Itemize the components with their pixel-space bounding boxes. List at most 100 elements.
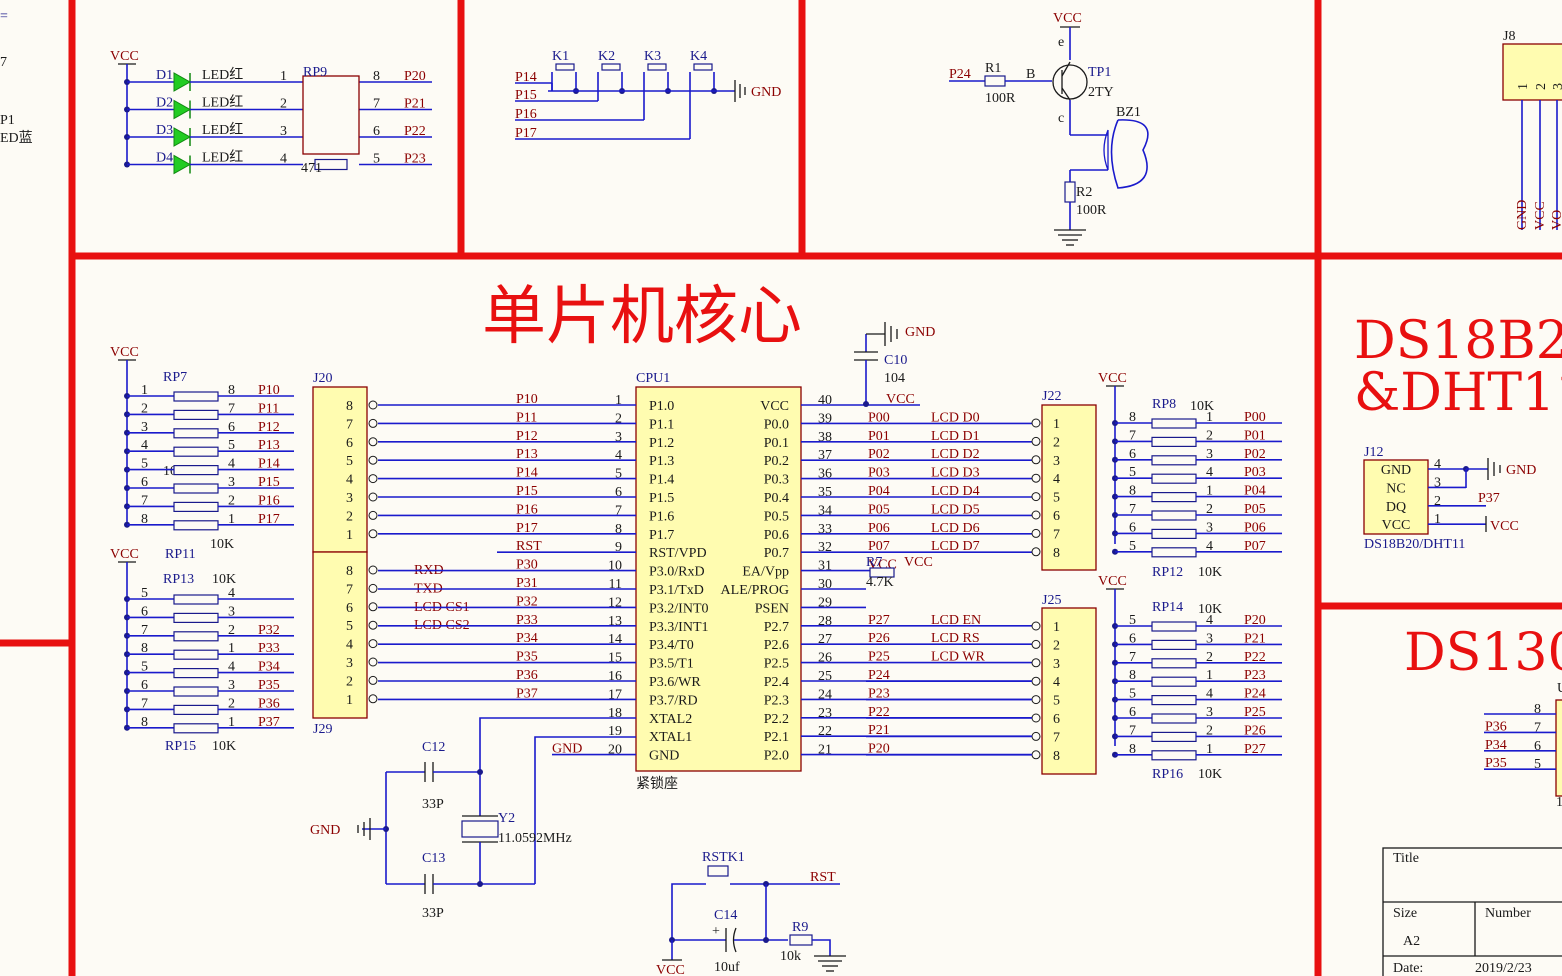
- j25-body: [1041, 607, 1097, 775]
- j22-pin: 2: [1053, 435, 1060, 450]
- rp14-pin-left: 8: [1129, 668, 1136, 683]
- cpu-right-pin-name: PSEN: [755, 601, 789, 616]
- j22-pin: 4: [1053, 472, 1060, 487]
- rp13-value: 10K: [212, 572, 236, 587]
- j20-ref: J20: [313, 371, 332, 386]
- j22-pin: 7: [1053, 527, 1060, 542]
- rp13-pin-right: 3: [228, 604, 235, 619]
- c14-value: 10uf: [714, 960, 740, 975]
- cpu-left-net: P11: [516, 410, 537, 425]
- rp11-value: 10K: [210, 537, 234, 552]
- ds1302-title: DS130: [1404, 623, 1562, 683]
- j12-pin-name: DQ: [1386, 500, 1406, 515]
- rp7-net: P13: [258, 438, 280, 453]
- rp7-ref: RP7: [163, 370, 187, 385]
- cpu-right-net: P23: [868, 686, 890, 701]
- rp9-resistor: [314, 158, 348, 171]
- rp7-resistor: [173, 520, 219, 531]
- ds1302-edge: 1: [1556, 795, 1562, 810]
- cpu-left-pin-name: XTAL2: [649, 712, 692, 727]
- left-edge-p1: P1: [0, 113, 15, 128]
- rp8-pin-right: 2: [1206, 502, 1213, 517]
- cpu-body: [635, 386, 802, 772]
- j29-pin: 2: [346, 674, 353, 689]
- rp13-resistor: [173, 594, 219, 605]
- cpu-left-pin-name: RST/VPD: [649, 546, 707, 561]
- rp13-pin-right: 2: [228, 623, 235, 638]
- cpu-left-pin-name: P3.4/T0: [649, 638, 694, 653]
- ds1302-net: P34: [1485, 738, 1507, 753]
- rp13-pin-right: 2: [228, 696, 235, 711]
- titleblock-title: Title: [1393, 851, 1419, 866]
- cpu-footer: 紧锁座: [636, 776, 678, 792]
- cpu-left-pin-name: P3.2/INT0: [649, 601, 709, 616]
- rp13-resistor: [173, 723, 219, 734]
- j29-body: [312, 551, 368, 719]
- rp7-pin-left: 8: [141, 512, 148, 527]
- j29-pin-circle: [368, 583, 378, 593]
- rp8-pin-right: 2: [1206, 428, 1213, 443]
- cpu-left-net: P37: [516, 686, 538, 701]
- rp7-pin-right: 4: [228, 457, 235, 472]
- j20-pin-circle: [368, 400, 378, 410]
- cpu-right-func: LCD D1: [931, 429, 980, 444]
- rp14-resistor: [1151, 713, 1197, 724]
- rp13-resistor: [173, 649, 219, 660]
- cpu-right-func: LCD D3: [931, 466, 980, 481]
- rp13-resistor: [173, 686, 219, 697]
- rp14-pin-left: 5: [1129, 613, 1136, 628]
- j8-ref: J8: [1503, 29, 1515, 44]
- rp14-pin-right: 4: [1206, 613, 1213, 628]
- cpu-left-net: P36: [516, 668, 538, 683]
- rp13-pin-left: 8: [141, 715, 148, 730]
- j29-pin: 7: [346, 582, 353, 597]
- j25-pin-circle: [1031, 639, 1041, 649]
- rp13-pin-left: 7: [141, 696, 148, 711]
- cpu-right-pin-name: P2.6: [764, 638, 789, 653]
- rp7-net: P12: [258, 420, 280, 435]
- rp8-pin-right: 3: [1206, 447, 1213, 462]
- j20-pin: 7: [346, 417, 353, 432]
- rp7-pin-right: 5: [228, 438, 235, 453]
- j25-pin: 7: [1053, 730, 1060, 745]
- cpu-left-net: RST: [516, 539, 542, 554]
- rp14-pin-left: 8: [1129, 742, 1136, 757]
- ds1302-edge2: U: [1557, 681, 1562, 696]
- led-net: P21: [404, 97, 426, 112]
- cpu-left-net: P10: [516, 392, 538, 407]
- rp9-pin-right: 5: [373, 152, 380, 167]
- led-vcc-label: VCC: [110, 49, 139, 64]
- cpu-left-pin-name: P1.4: [649, 473, 674, 488]
- rp13-pin-left: 5: [141, 660, 148, 675]
- rp7-resistor: [173, 465, 219, 476]
- key-net: P16: [515, 107, 537, 122]
- rp13-pin-left: 6: [141, 604, 148, 619]
- led-label: LED红: [202, 150, 243, 166]
- cpu-left-pin-num: 4: [615, 448, 622, 463]
- cpu-right-pin-name: P2.5: [764, 657, 789, 672]
- cpu-left-pin-num: 1: [615, 393, 622, 408]
- cpu-right-pin-name: P2.2: [764, 712, 789, 727]
- key-body: [647, 63, 667, 71]
- rp13-pin-right: 4: [228, 660, 235, 675]
- j20-pin: 4: [346, 473, 353, 488]
- j20-body: [312, 386, 368, 553]
- r7-vcc-label: VCC: [904, 555, 933, 570]
- rp8-pin-left: 6: [1129, 520, 1136, 535]
- rp8-net: P02: [1244, 447, 1266, 462]
- cpu-left-net: P34: [516, 631, 538, 646]
- rp14-net: P26: [1244, 723, 1266, 738]
- j29-pin: 1: [346, 693, 353, 708]
- rp8-vcc-label: VCC: [1098, 371, 1127, 386]
- cpu-right-net: P00: [868, 410, 890, 425]
- rp13-pin-left: 5: [141, 586, 148, 601]
- j12-pin-name: VCC: [1382, 518, 1411, 533]
- r7-section: R7 4.7K VCC: [866, 555, 933, 590]
- j12-pin-num: 4: [1434, 457, 1441, 472]
- cpu-left-net: P16: [516, 502, 538, 517]
- core-title: 单片机核心: [482, 280, 802, 354]
- c13-value: 33P: [422, 906, 444, 921]
